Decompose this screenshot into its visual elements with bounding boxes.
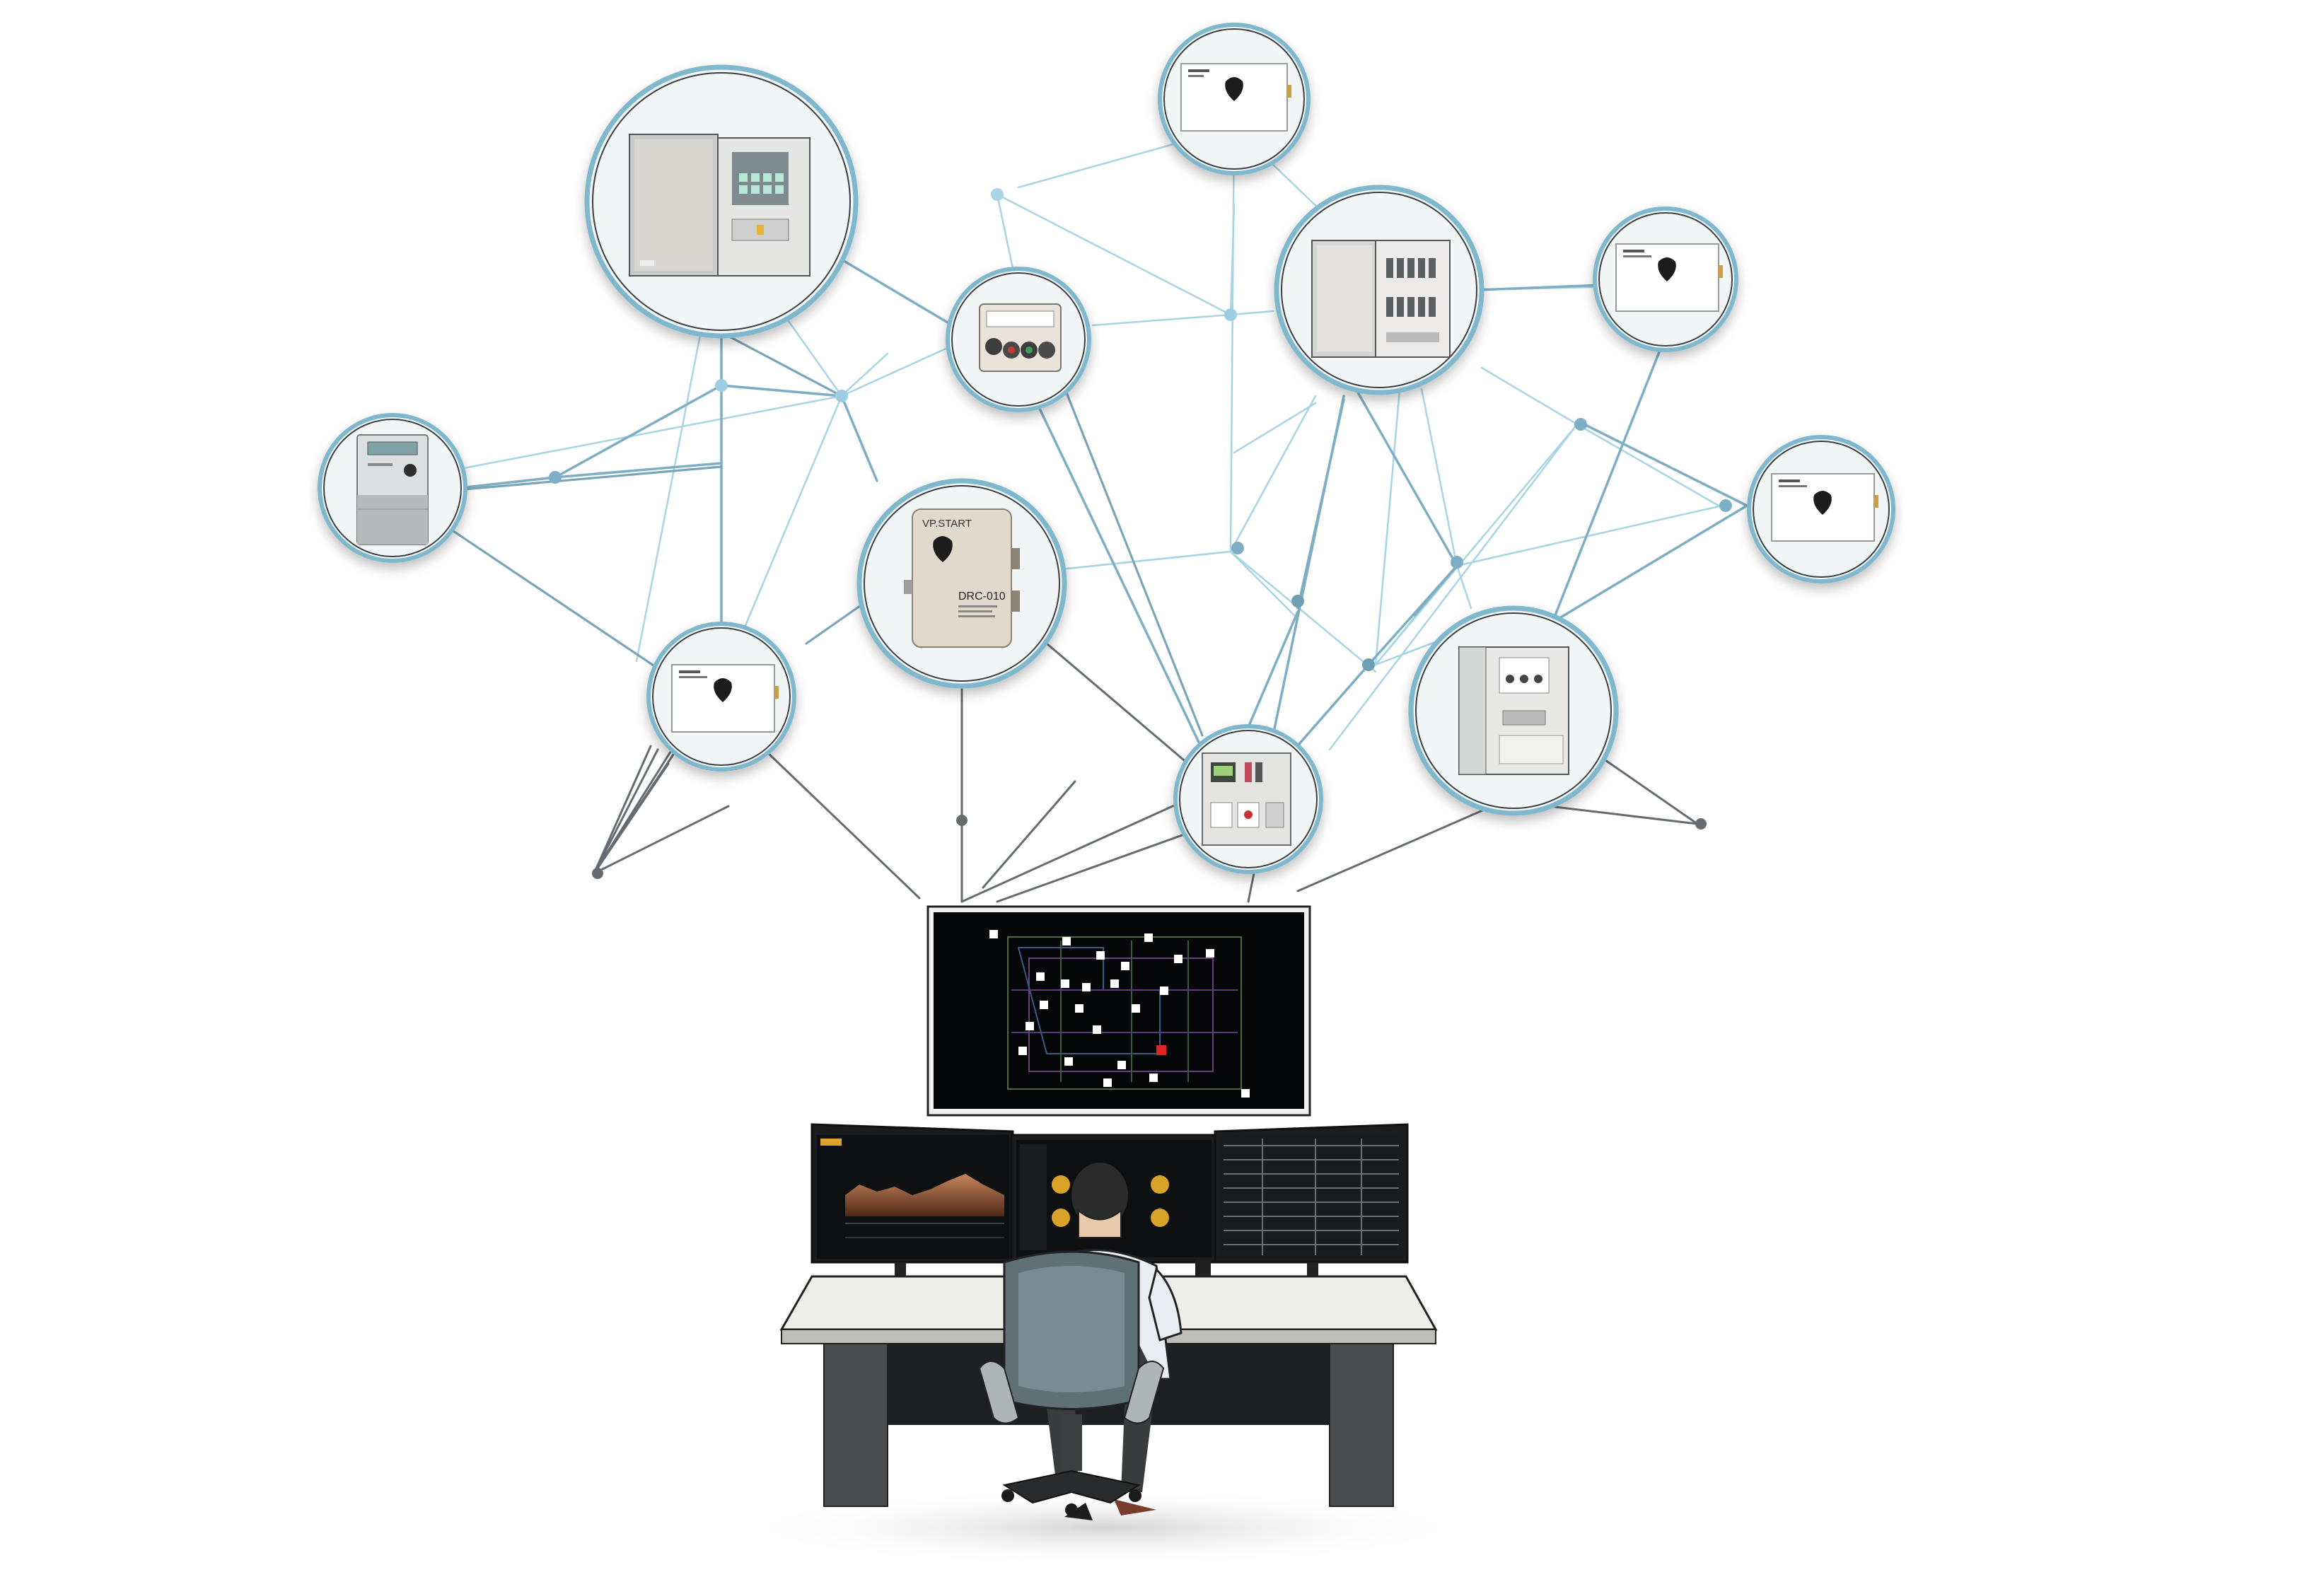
link [1059, 550, 1232, 571]
node-drc-010[interactable]: VP.START DRC-010 [856, 478, 1067, 689]
link [1456, 564, 1472, 610]
node-distribution-cabinet-large[interactable] [584, 64, 859, 339]
office-chair [978, 1250, 1165, 1516]
junction-dot [835, 390, 848, 402]
junction-dot [1695, 818, 1707, 830]
distribution-cabinet-icon [629, 134, 811, 277]
junction-dot [1224, 308, 1237, 321]
operator-at-desk-icon [736, 905, 1471, 1566]
junction-dot [1362, 658, 1375, 671]
dcu-box-icon [1180, 63, 1291, 132]
dcu-box-icon [1771, 473, 1878, 542]
node-dcu-top[interactable] [1158, 23, 1311, 175]
node-dcu-right-1[interactable] [1593, 206, 1738, 352]
link [1017, 363, 1204, 751]
gateway-device-icon [979, 303, 1062, 372]
node-dcu-right-2[interactable] [1747, 435, 1895, 583]
node-switch-panel[interactable] [1274, 185, 1485, 395]
device-nodes: VP.START DRC-010 [318, 23, 1895, 874]
switch-panel-icon [1458, 646, 1569, 775]
electric-meter-icon [356, 434, 429, 545]
link [1328, 423, 1579, 751]
junction-dot [1451, 556, 1463, 569]
node-control-enclosure[interactable] [1173, 724, 1323, 874]
link [1059, 377, 1204, 737]
dcu-box-icon [1615, 243, 1723, 312]
link [593, 734, 687, 875]
link [1413, 564, 1458, 617]
link [593, 748, 659, 875]
link [1045, 642, 1190, 765]
junction-dot [549, 471, 562, 484]
link [1604, 759, 1699, 825]
link [554, 462, 723, 479]
switch-panel-icon [1311, 240, 1451, 358]
junction-dot [956, 815, 968, 826]
link [1374, 423, 1579, 666]
monitor-right [1214, 1123, 1409, 1301]
link [1456, 504, 1724, 567]
junction-dot [1231, 542, 1244, 554]
link [720, 331, 843, 397]
link [451, 395, 843, 472]
junction-dot [1291, 595, 1304, 607]
link [1374, 380, 1402, 666]
map-markers [989, 930, 1250, 1098]
alert-marker [1156, 1045, 1166, 1055]
link [1480, 366, 1579, 426]
link [1229, 550, 1377, 673]
link [1229, 310, 1274, 316]
link [1296, 398, 1345, 610]
link [1576, 423, 1720, 507]
junction-dot [1574, 418, 1587, 431]
link [1243, 610, 1299, 737]
link [1293, 663, 1370, 751]
link [840, 395, 878, 482]
junction-dot [715, 379, 728, 392]
node-electric-meter[interactable] [318, 413, 467, 563]
link [1551, 334, 1667, 624]
junction-dot [592, 868, 603, 879]
link [840, 342, 960, 397]
link [1420, 388, 1458, 567]
link [1091, 313, 1232, 327]
drc-010-device [904, 508, 1020, 648]
link [844, 260, 960, 330]
link [1547, 805, 1699, 825]
link [748, 734, 921, 900]
link [844, 352, 889, 394]
link [1296, 805, 1494, 892]
link [593, 745, 652, 875]
link [1356, 391, 1458, 567]
control-enclosure-icon [1202, 752, 1291, 846]
drc-brand-label: VP.START [922, 518, 972, 530]
node-switch-cabinet[interactable] [1408, 605, 1619, 816]
link [960, 798, 1190, 903]
link [996, 193, 1232, 316]
link [1233, 402, 1317, 454]
drc-model-label: DRC-010 [958, 590, 1006, 603]
link [1229, 119, 1236, 553]
node-gateway-device[interactable] [946, 267, 1091, 412]
link [982, 780, 1076, 889]
link [458, 476, 557, 489]
link [1551, 504, 1748, 624]
link [1229, 395, 1317, 553]
link [1583, 423, 1748, 507]
link [720, 384, 843, 397]
vpstart-logo-icon [933, 536, 953, 562]
link [1229, 550, 1296, 617]
dcu-box-icon [671, 664, 779, 733]
link [593, 805, 730, 875]
junction-dot [991, 188, 1004, 201]
link [731, 395, 843, 659]
monitor-left [811, 1123, 1014, 1301]
floor-shadow [736, 1489, 1471, 1566]
link [554, 384, 723, 479]
node-dcu-left[interactable] [646, 622, 796, 772]
wall-display [926, 905, 1311, 1117]
junction-dot [1719, 499, 1732, 512]
